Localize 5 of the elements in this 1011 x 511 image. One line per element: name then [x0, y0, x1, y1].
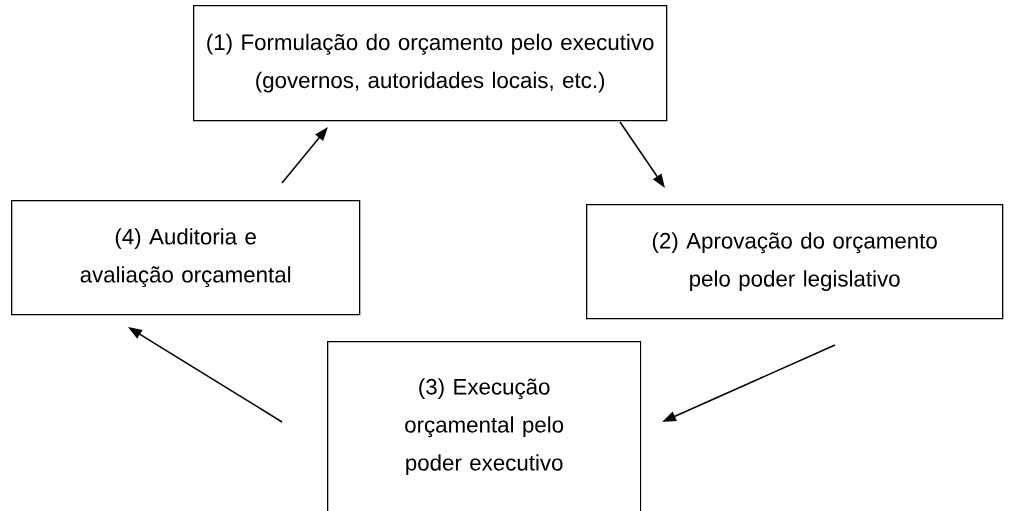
process-box: (2) Aprovação do orçamento pelo poder legislativo [586, 204, 1004, 320]
arrow [281, 127, 328, 184]
process-box: (3) Execução orçamental pelo poder executivo [327, 341, 642, 511]
process-box: (4) Auditoria e avaliação orçamental [11, 200, 361, 316]
process-box: (1) Formulação do orçamento pelo executivo (governos, autoridades locais, etc.) [193, 5, 668, 122]
